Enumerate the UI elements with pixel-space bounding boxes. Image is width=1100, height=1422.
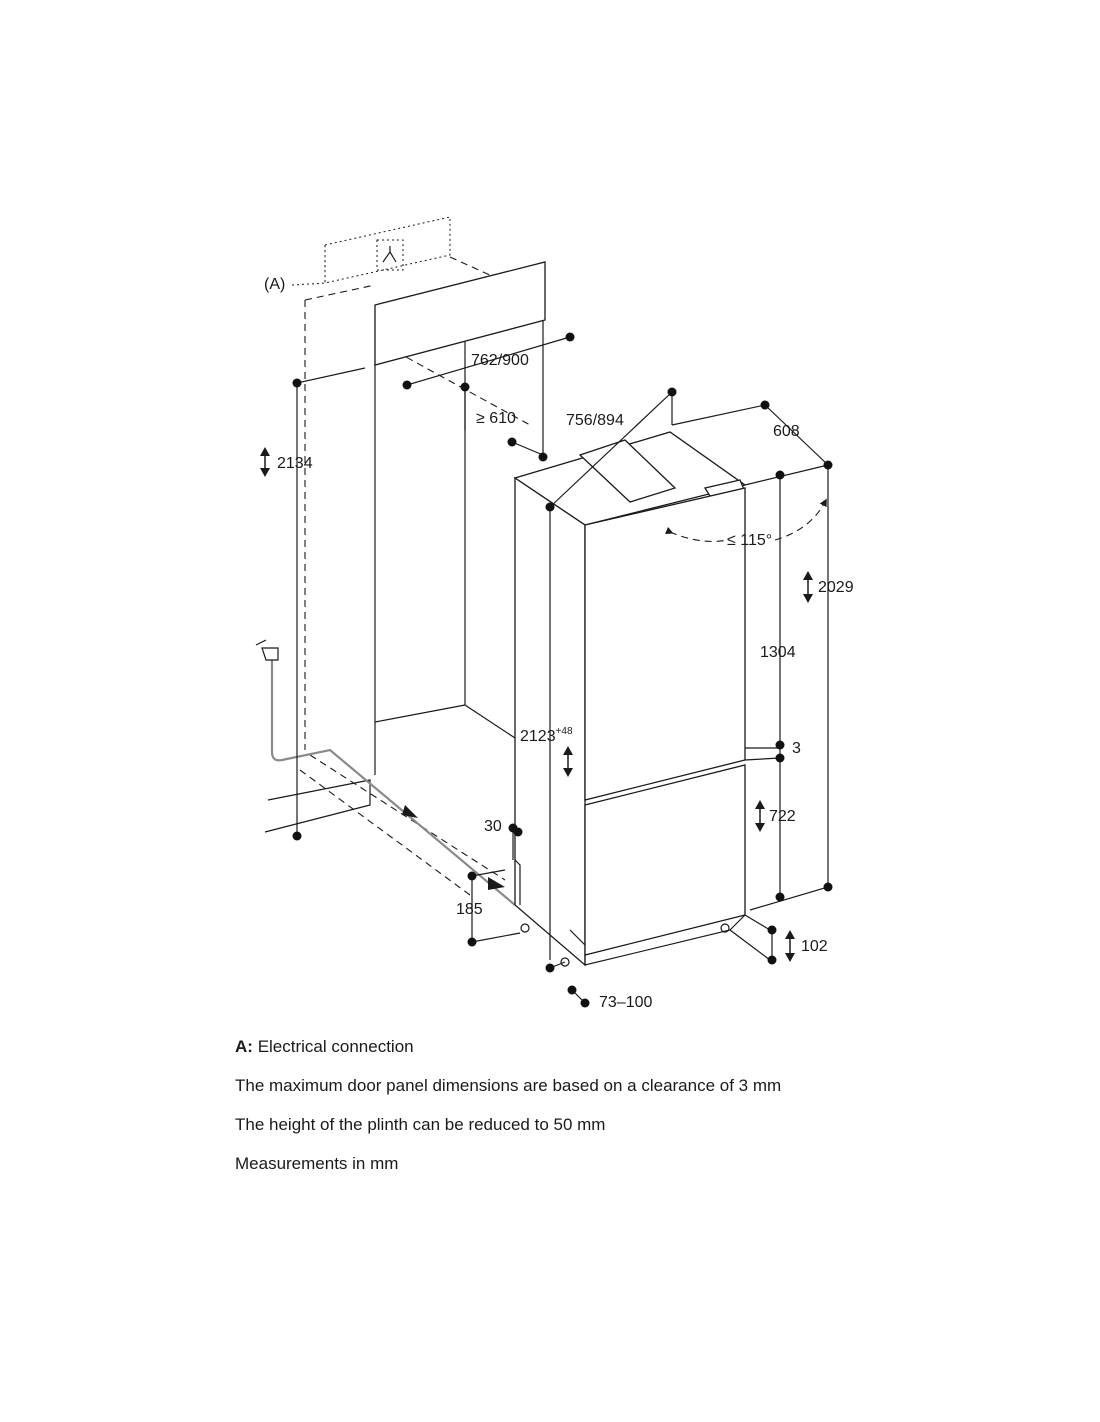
note-measurements-unit: Measurements in mm [235,1154,399,1173]
dim-niche-depth-min: ≥ 610 [476,410,516,427]
dim-lower-door-height: 722 [769,808,796,825]
dim-appliance-height: 2029 [818,579,854,596]
note-door-panel-clearance: The maximum door panel dimensions are ba… [235,1076,782,1095]
dimension-dots [292,332,833,1008]
note-a-key: A: [235,1037,253,1056]
dim-panel-height: 2123+48 [520,726,573,745]
dim-plinth-height: 102 [801,938,828,955]
label-a: (A) [264,276,285,293]
dim-plinth-setback: 73–100 [599,994,652,1011]
double-arrows [260,447,813,962]
dimension-labels: (A) 762/900 ≥ 610 2134 756/894 608 ≤ 115… [264,276,854,1011]
water-hose [255,639,516,906]
dim-niche-height: 2134 [277,455,313,472]
installation-diagram: (A) 762/900 ≥ 610 2134 756/894 608 ≤ 115… [255,216,854,1011]
dim-appliance-depth: 608 [773,423,800,440]
dim-plinth-depth: 185 [456,901,483,918]
dim-door-angle: ≤ 115° [727,532,772,549]
note-plinth-height: The height of the plinth can be reduced … [235,1115,606,1134]
dim-appliance-width: 756/894 [566,412,624,429]
note-a-text: Electrical connection [257,1037,414,1056]
dim-niche-width: 762/900 [471,352,529,369]
dim-door-gap: 3 [792,740,801,757]
dim-upper-door-height: 1304 [760,644,796,661]
top-panel [374,261,546,366]
door-angle-arc [664,498,827,542]
niche-outline [264,256,546,896]
notes-block: A: Electrical connection The maximum doo… [235,1036,1055,1192]
appliance-body [513,431,747,967]
dim-side-offset: 30 [484,818,502,835]
note-electrical-connection: A: Electrical connection [235,1036,1055,1058]
electrical-connection-box [291,216,451,286]
dimension-lines [296,336,829,1004]
